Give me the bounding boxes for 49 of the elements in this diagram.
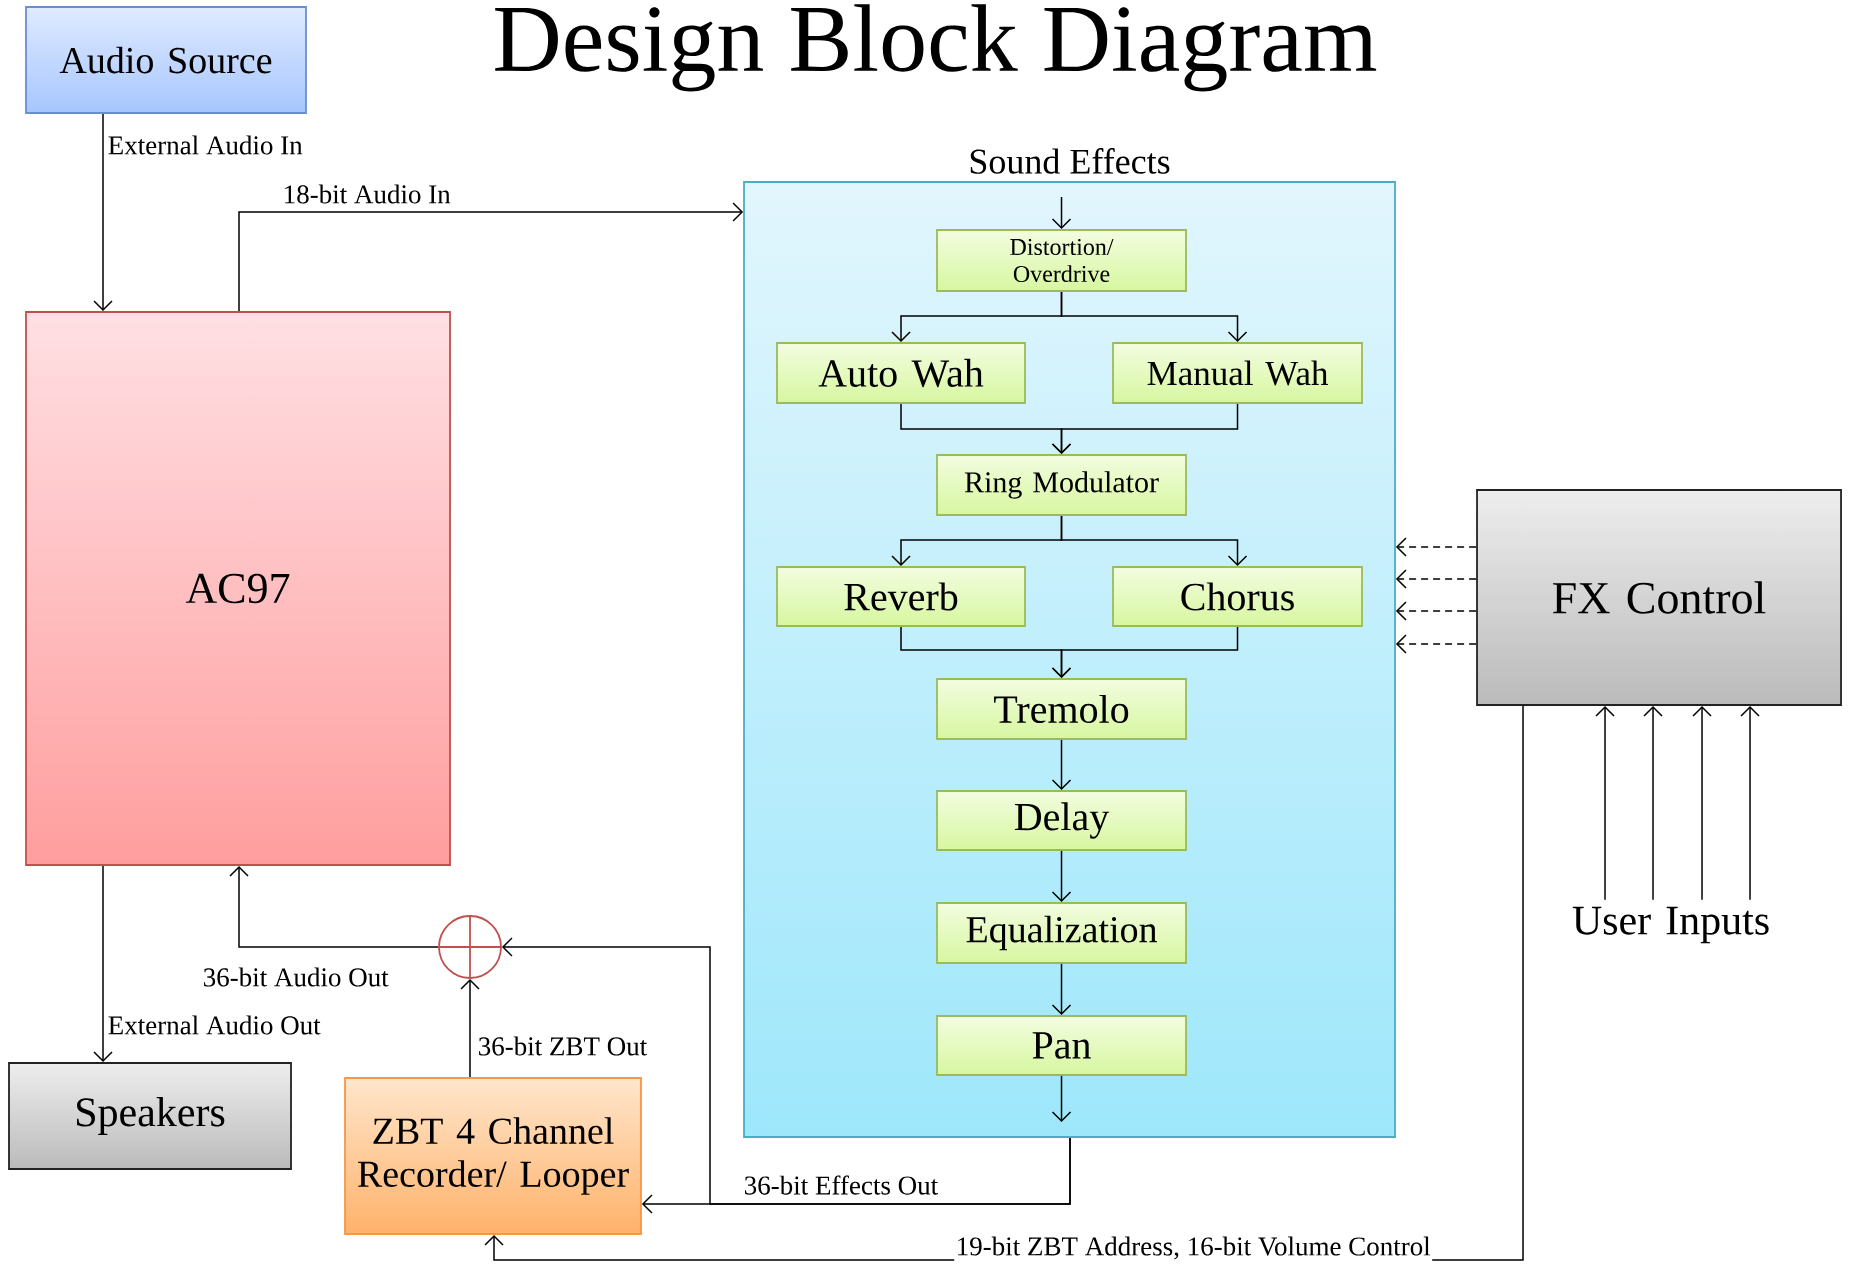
arrow xyxy=(1051,739,1072,791)
dashed-arrow xyxy=(1395,537,1477,557)
arrow xyxy=(460,978,480,1078)
effect-box: Manual Wah xyxy=(1112,342,1363,404)
edge-label: External Audio Out xyxy=(106,1014,323,1036)
effect-box: Tremolo xyxy=(936,678,1187,740)
arrow xyxy=(1051,1075,1072,1123)
summing-junction xyxy=(438,915,502,979)
arrow xyxy=(229,865,439,948)
effect-box: Reverb xyxy=(776,566,1026,627)
output-box: Speakers xyxy=(8,1062,292,1170)
dashed-arrow xyxy=(1395,634,1477,654)
arrow xyxy=(1060,291,1248,343)
arrow xyxy=(1051,850,1072,903)
control-box: FX Control xyxy=(1476,489,1842,706)
arrow xyxy=(1051,403,1239,455)
effect-box: Chorus xyxy=(1112,566,1363,627)
arrow xyxy=(1692,705,1712,901)
arrow xyxy=(93,865,113,1063)
arrow xyxy=(1595,705,1615,901)
recorder-box: ZBT 4 Channel Recorder/ Looper xyxy=(344,1077,642,1235)
edge-label: 18-bit Audio In xyxy=(281,183,453,205)
source-box: Audio Source xyxy=(25,6,307,114)
edge-label: 36-bit Effects Out xyxy=(742,1173,940,1197)
arrow xyxy=(1051,963,1072,1016)
arrow xyxy=(1740,705,1760,901)
arrow xyxy=(1060,515,1248,567)
dashed-arrow xyxy=(1395,601,1477,621)
effect-box: Distortion/ Overdrive xyxy=(936,229,1187,292)
dashed-arrow xyxy=(1395,569,1477,589)
effect-box: Auto Wah xyxy=(776,342,1026,404)
arrow xyxy=(501,937,1071,1205)
arrow xyxy=(1643,705,1663,901)
arrow xyxy=(238,202,744,312)
effect-box: Equalization xyxy=(936,902,1187,964)
arrow xyxy=(1051,626,1239,679)
edge-label: External Audio In xyxy=(106,134,305,156)
codec-box: AC97 xyxy=(25,311,451,866)
input-label: User Inputs xyxy=(1572,906,1769,944)
edge-label: 19-bit ZBT Address, 16-bit Volume Control xyxy=(954,1235,1433,1261)
title: Design Block Diagram xyxy=(495,4,1377,92)
arrow xyxy=(1051,196,1072,230)
arrow xyxy=(93,113,113,312)
effect-box: Delay xyxy=(936,790,1187,851)
effect-box: Pan xyxy=(936,1015,1187,1076)
effect-box: Ring Modulator xyxy=(936,454,1187,516)
edge-label: 36-bit Audio Out xyxy=(201,966,391,988)
edge-label: 36-bit ZBT Out xyxy=(476,1035,649,1057)
panel-heading: Sound Effects xyxy=(970,148,1170,174)
